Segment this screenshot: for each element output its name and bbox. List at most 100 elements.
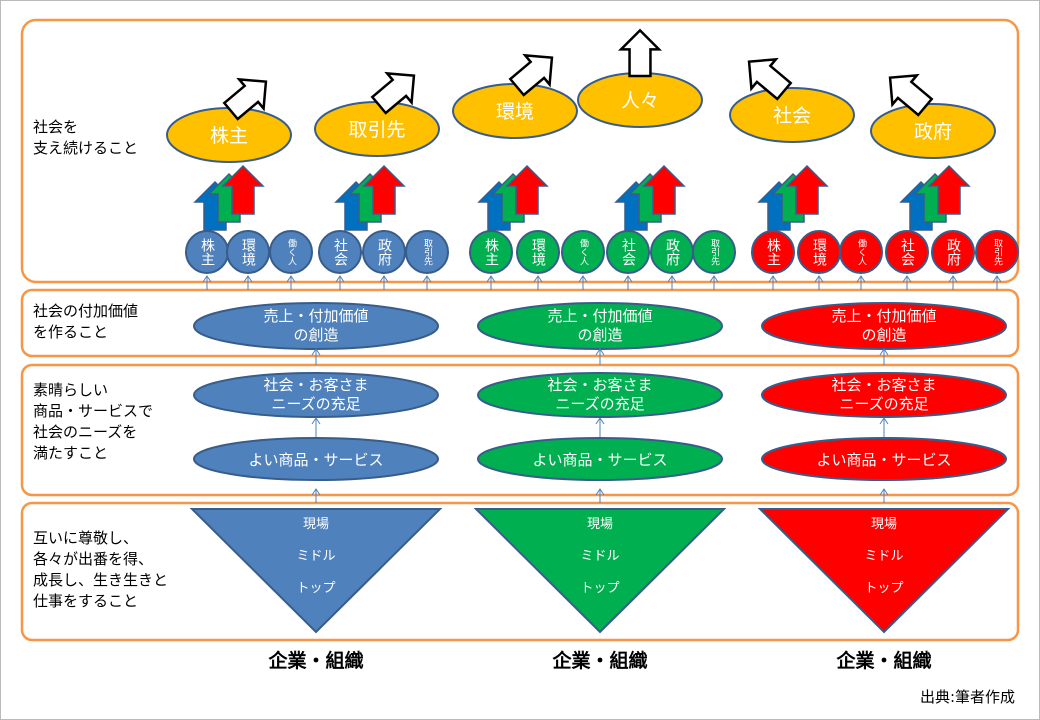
arrowhead	[879, 417, 889, 425]
products-label: よい商品・サービス	[816, 451, 951, 469]
arrowhead	[311, 417, 321, 425]
arrowhead	[595, 348, 605, 356]
stakeholder-circle-label: 働く人	[856, 237, 867, 265]
stakeholder-arrow-icon	[642, 164, 686, 215]
stakeholder-circle	[405, 230, 449, 274]
pyramid-level-label: 現場	[587, 517, 613, 532]
panel-respect	[20, 501, 1020, 642]
stakeholder-circle	[839, 230, 883, 274]
white-arrow-icon	[747, 57, 793, 101]
stakeholder-circle	[318, 230, 362, 274]
organization-label: 企業・組織	[267, 649, 363, 672]
stakeholder-label: 株主	[210, 125, 248, 147]
products-label: よい商品・サービス	[248, 451, 383, 469]
arrowhead	[992, 275, 1002, 283]
stakeholder-circle-label: 社会	[620, 238, 636, 266]
pyramid-level-label: トップ	[296, 581, 335, 596]
stakeholder-arrow-icon	[505, 164, 549, 215]
stakeholder-arrow-icon	[362, 164, 406, 215]
arrowhead	[879, 488, 889, 496]
label-value: 社会の付加価値 を作ること	[33, 302, 143, 341]
arrowhead	[243, 275, 253, 283]
arrowhead	[667, 275, 677, 283]
panel-value	[20, 288, 1020, 358]
value-creation-label: 売上・付加価値の創造	[263, 307, 368, 344]
arrowhead	[856, 275, 866, 283]
organization-pyramid	[757, 508, 1011, 634]
value-creation-label: 売上・付加価値の創造	[831, 307, 936, 344]
stakeholder-label: 政府	[914, 121, 952, 143]
arrowhead	[286, 275, 296, 283]
stakeholder-circle-label: 政府	[376, 238, 392, 267]
arrowhead	[902, 275, 912, 283]
stakeholder-circle-label: 働く人	[286, 237, 297, 265]
stakeholder-circle	[931, 230, 975, 274]
products-ellipse	[477, 437, 723, 481]
stakeholder-circle-label: 政府	[945, 238, 961, 267]
source-note: 出典:筆者作成	[920, 688, 1015, 706]
arrowhead	[202, 275, 212, 283]
stakeholder-circle	[561, 230, 605, 274]
arrowhead	[311, 348, 321, 356]
needs-label: 社会・お客さまニーズの充足	[831, 376, 936, 413]
arrowhead	[533, 275, 543, 283]
stakeholder-circle-label: 環境	[530, 238, 546, 267]
white-arrow-icon	[222, 77, 268, 121]
stakeholder-circle	[516, 230, 560, 274]
products-ellipse	[193, 437, 439, 481]
stakeholder-arrow-icon	[785, 164, 829, 215]
stakeholder-label: 取引先	[348, 119, 405, 141]
stakeholder-circle	[606, 230, 650, 274]
white-arrow-icon	[370, 71, 416, 115]
stakeholder-circle-label: 取引先	[422, 238, 433, 266]
value-creation-label: 売上・付加価値の創造	[547, 307, 652, 344]
white-arrow-icon	[508, 53, 554, 97]
panel-needs	[20, 363, 1020, 497]
needs-ellipse	[193, 372, 439, 418]
pyramid-level-label: 現場	[303, 517, 329, 532]
stakeholder-label: 人々	[621, 90, 659, 112]
needs-ellipse	[761, 372, 1007, 418]
products-ellipse	[761, 437, 1007, 481]
stakeholder-circle	[975, 230, 1019, 274]
pyramid-level-label: トップ	[580, 581, 619, 596]
arrowhead	[578, 275, 588, 283]
stakeholder-circle-label: 環境	[811, 238, 827, 267]
pyramid-level-label: ミドル	[864, 549, 903, 564]
arrowhead	[595, 417, 605, 425]
products-label: よい商品・サービス	[532, 451, 667, 469]
stakeholder-label: 環境	[496, 101, 534, 123]
stakeholder-ellipse	[870, 103, 996, 159]
pyramid-level-label: トップ	[864, 581, 903, 596]
arrowhead	[335, 275, 345, 283]
pyramid-level-label: ミドル	[580, 549, 619, 564]
organization-label: 企業・組織	[551, 649, 647, 672]
stakeholder-circle	[269, 230, 313, 274]
needs-label: 社会・お客さまニーズの充足	[263, 376, 368, 413]
arrowhead	[595, 488, 605, 496]
organization-label: 企業・組織	[835, 649, 931, 672]
white-arrow-icon	[888, 73, 934, 117]
stakeholder-circle-label: 株主	[483, 238, 499, 266]
stakeholder-circle-label: 社会	[332, 238, 348, 266]
stakeholder-arrow-icon	[221, 164, 265, 215]
white-arrow-icon	[617, 28, 663, 78]
stakeholder-circle-label: 株主	[765, 238, 781, 266]
label-society: 社会を 支え続けること	[33, 118, 138, 157]
stakeholder-circle	[692, 230, 736, 274]
stakeholder-circle-label: 社会	[899, 238, 915, 266]
stakeholder-ellipse	[729, 87, 855, 143]
arrowhead	[948, 275, 958, 283]
panel-society	[20, 18, 1020, 284]
stakeholder-circle	[885, 230, 929, 274]
arrowhead	[486, 275, 496, 283]
needs-ellipse	[477, 372, 723, 418]
organization-pyramid	[473, 508, 727, 634]
arrowhead	[879, 348, 889, 356]
stakeholder-circle-label: 取引先	[709, 238, 720, 266]
arrowhead	[311, 488, 321, 496]
stakeholder-circle-label: 環境	[240, 238, 256, 267]
pyramid-level-label: 現場	[871, 517, 897, 532]
label-needs: 素晴らしい 商品・サービスで 社会のニーズを 満たすこと	[33, 381, 158, 462]
